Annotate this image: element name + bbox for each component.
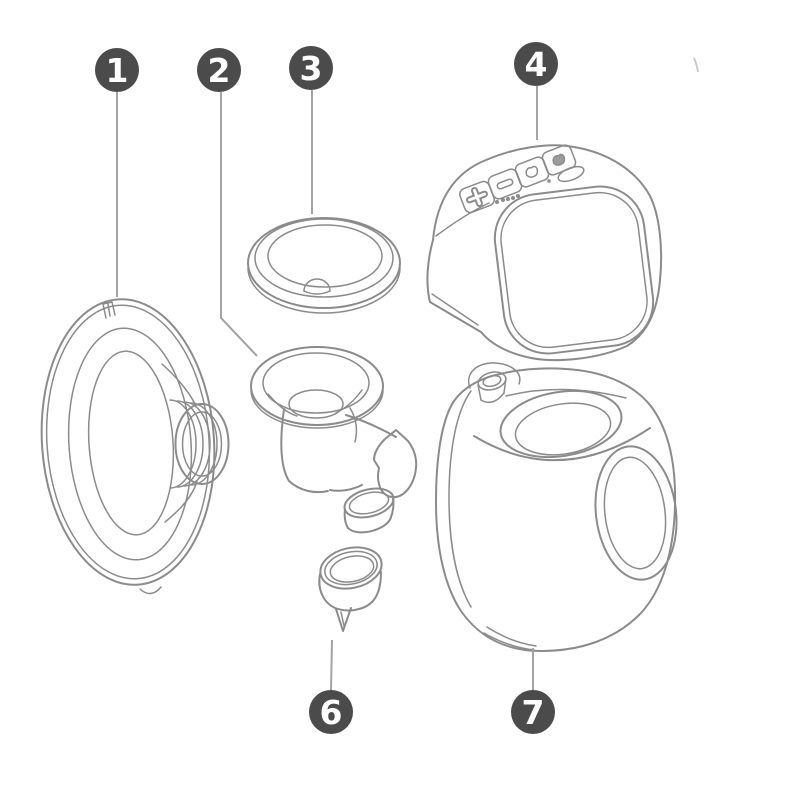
callout-3-number: 3 [300, 49, 323, 88]
callout-6: 6 [309, 639, 353, 734]
callout-7-number: 7 [522, 693, 545, 732]
callout-7-badge [511, 690, 555, 734]
valve-housing-cap [373, 429, 418, 499]
container-spout [467, 362, 521, 404]
callout-2: 2 [197, 48, 258, 357]
callout-2-number: 2 [208, 51, 231, 90]
battery-led-dots [495, 194, 520, 204]
power-pill-icon [557, 165, 585, 183]
callout-1-badge [95, 48, 139, 92]
callout-1-number: 1 [106, 51, 129, 90]
motor-silhouette [426, 144, 663, 362]
callout-3-badge [289, 46, 333, 90]
mode-button-2 [541, 144, 577, 176]
container-silhouette [435, 367, 677, 652]
part-milk-container [435, 362, 678, 652]
plus-icon [466, 186, 488, 208]
callout-3: 3 [289, 46, 333, 214]
callout-7: 7 [511, 648, 555, 734]
connector-outlet-port [343, 487, 395, 534]
callout-1: 1 [95, 48, 139, 297]
part-duckbill-valve [318, 546, 383, 632]
callout-4-badge [514, 42, 558, 86]
part-silicone-diaphragm [247, 217, 401, 314]
mode-wave-icon [525, 165, 539, 178]
mode-wave-filled-icon [552, 153, 566, 166]
stray-mark [693, 57, 699, 73]
flange-threaded-neck [169, 399, 230, 489]
callout-6-number: 6 [320, 693, 343, 732]
part-breast-shield-flange [40, 298, 230, 595]
callout-4-number: 4 [525, 45, 548, 84]
part-pump-motor-unit [426, 144, 663, 362]
container-side-window [594, 445, 678, 581]
callout-6-badge [309, 690, 353, 734]
container-top-opening [473, 388, 651, 462]
callout-2-badge [197, 48, 241, 92]
part-flange-connector [250, 346, 418, 534]
callout-4: 4 [514, 42, 558, 140]
status-dot [547, 179, 551, 183]
minus-icon [496, 178, 514, 190]
